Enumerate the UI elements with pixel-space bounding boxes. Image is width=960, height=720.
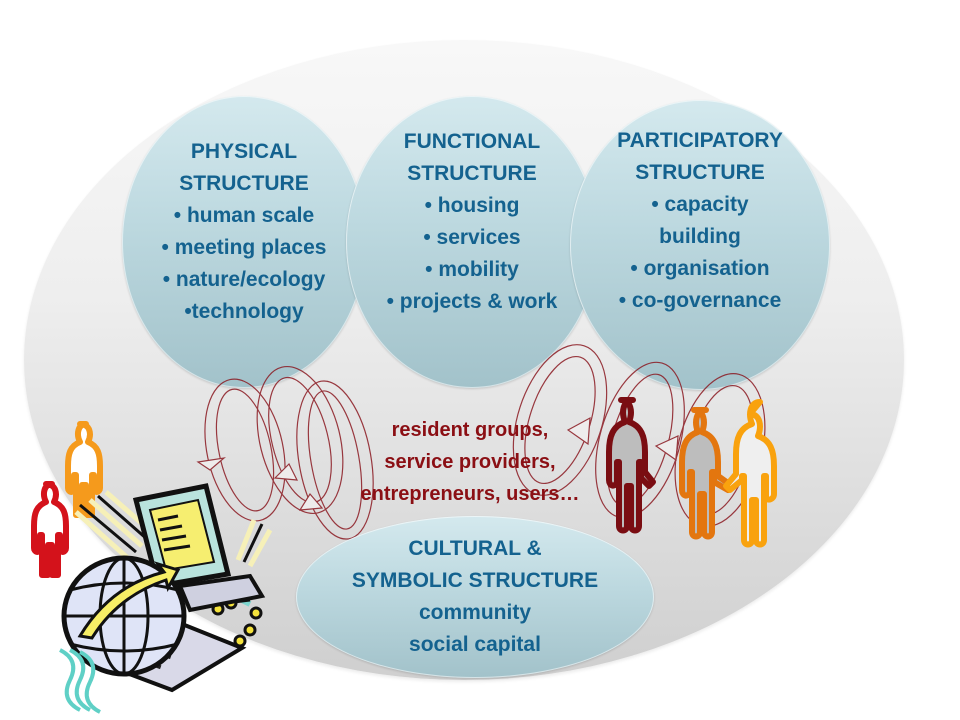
functional-item: • housing xyxy=(424,194,520,217)
computer-monitor-icon xyxy=(132,483,266,613)
person-yellow-icon xyxy=(723,399,777,548)
physical-item: • meeting places xyxy=(161,236,327,259)
actors-line: resident groups, xyxy=(391,419,549,441)
participatory-item: • capacity xyxy=(651,193,749,216)
cultural-title-line: SYMBOLIC STRUCTURE xyxy=(351,569,599,592)
functional-item: • mobility xyxy=(425,258,519,281)
actors-line: service providers, xyxy=(384,451,556,473)
cultural-structure-bubble: CULTURAL & SYMBOLIC STRUCTURE community … xyxy=(296,516,654,678)
person-darkred-icon xyxy=(606,397,656,534)
participatory-item: • organisation xyxy=(630,257,770,280)
actors-text: resident groups, service providers, entr… xyxy=(320,414,620,510)
circular-arrow-icon xyxy=(196,378,286,522)
participatory-item: building xyxy=(659,225,741,248)
physical-item: • nature/ecology xyxy=(162,268,326,291)
functional-item: • services xyxy=(423,226,521,249)
physical-structure-bubble: PHYSICAL STRUCTURE • human scale • meeti… xyxy=(122,96,366,388)
participatory-title-line: PARTICIPATORY xyxy=(617,129,783,152)
physical-item: •technology xyxy=(184,300,304,323)
globe-icon xyxy=(59,555,187,714)
cultural-title-line: CULTURAL & xyxy=(408,537,542,560)
actors-line: entrepreneurs, users… xyxy=(360,483,580,505)
person-orange-icon xyxy=(679,407,735,540)
physical-item: • human scale xyxy=(173,204,315,227)
physical-title-line: STRUCTURE xyxy=(179,172,309,195)
cultural-item: community xyxy=(418,601,531,624)
physical-title-line: PHYSICAL xyxy=(190,140,298,163)
functional-title-line: STRUCTURE xyxy=(407,162,537,185)
participatory-item: • co-governance xyxy=(618,289,782,312)
functional-item: • projects & work xyxy=(386,290,558,313)
person-red-icon xyxy=(31,481,69,578)
functional-title-line: FUNCTIONAL xyxy=(403,130,541,153)
participatory-structure-bubble: PARTICIPATORY STRUCTURE • capacity build… xyxy=(570,100,830,390)
functional-structure-bubble: FUNCTIONAL STRUCTURE • housing • service… xyxy=(346,96,598,388)
person-orange-icon xyxy=(65,421,103,518)
cultural-item: social capital xyxy=(409,633,541,656)
participatory-title-line: STRUCTURE xyxy=(635,161,765,184)
